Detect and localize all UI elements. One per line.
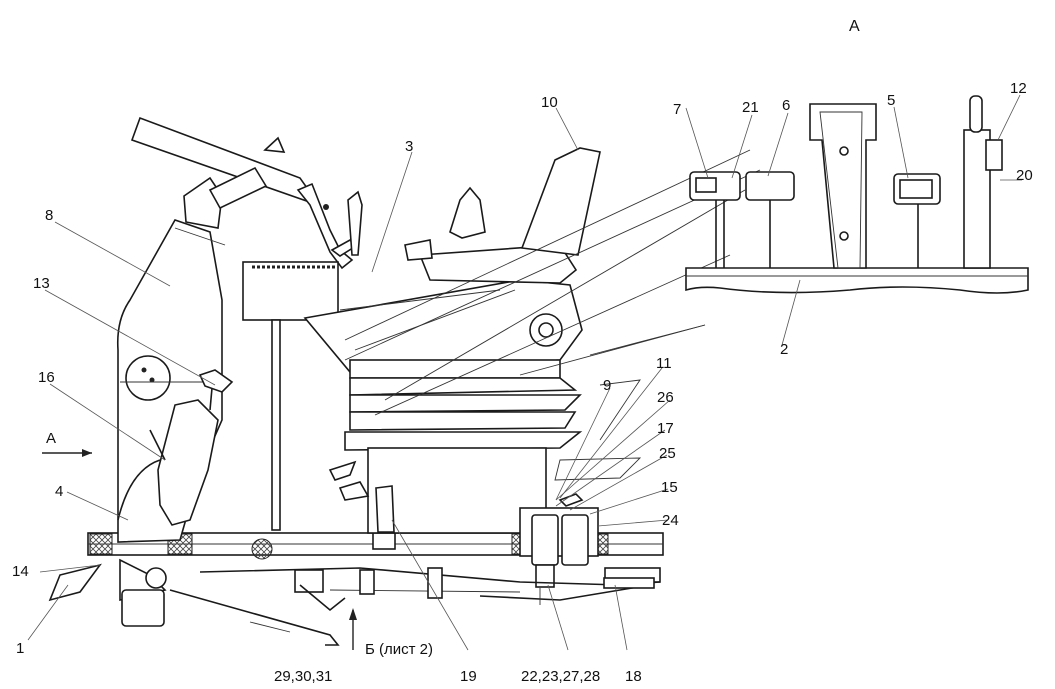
- brake-pedal-assembly: [48, 369, 340, 646]
- callout-3: 3: [405, 138, 413, 155]
- callout-8: 8: [45, 207, 53, 224]
- callout-21: 21: [742, 99, 759, 116]
- callout-16: 16: [38, 369, 55, 386]
- callout-29-31: 29,30,31: [274, 668, 332, 685]
- view-a-pedal-7: [689, 171, 741, 268]
- callout-4: 4: [55, 483, 63, 500]
- callout-20: 20: [1016, 167, 1033, 184]
- callout-9: 9: [603, 377, 611, 394]
- view-a-pedal-6: [745, 171, 795, 268]
- callout-18: 18: [625, 668, 642, 685]
- callout-7: 7: [673, 101, 681, 118]
- callout-10: 10: [541, 94, 558, 111]
- view-a-platform: [685, 267, 1029, 294]
- callout-13: 13: [33, 275, 50, 292]
- callout-14: 14: [12, 563, 29, 580]
- callout-11: 11: [656, 355, 672, 372]
- view-a-pedal-5: [893, 173, 941, 268]
- labels: А А Б (лист 2) 10 3 8 13 16 4 14 1 7 21 …: [12, 18, 1033, 685]
- seat-assembly: [303, 147, 601, 534]
- leader-lines: [27, 94, 1022, 651]
- linkage-rods: [199, 567, 661, 612]
- callout-17: 17: [657, 420, 674, 437]
- section-b-ref: Б (лист 2): [365, 641, 433, 658]
- arrow-a: [42, 449, 92, 457]
- hydraulic-box: [519, 493, 599, 588]
- callout-26: 26: [657, 389, 674, 406]
- arrow-a-label: А: [46, 430, 56, 447]
- callout-6: 6: [782, 97, 790, 114]
- callout-1: 1: [16, 640, 24, 657]
- callout-15: 15: [661, 479, 678, 496]
- view-a-lever-20: [963, 95, 1003, 269]
- callout-22-28: 22,23,27,28: [521, 668, 600, 685]
- callout-2: 2: [780, 341, 788, 358]
- callout-19: 19: [460, 668, 477, 685]
- callout-24: 24: [662, 512, 679, 529]
- callout-25: 25: [659, 445, 676, 462]
- section-outline-lines: [344, 149, 761, 481]
- callout-5: 5: [887, 92, 895, 109]
- view-a-center-pedal: [809, 103, 877, 269]
- control-console: [242, 190, 363, 531]
- arrow-b: [349, 608, 357, 650]
- callout-12: 12: [1010, 80, 1027, 97]
- view-a-title: А: [849, 18, 860, 35]
